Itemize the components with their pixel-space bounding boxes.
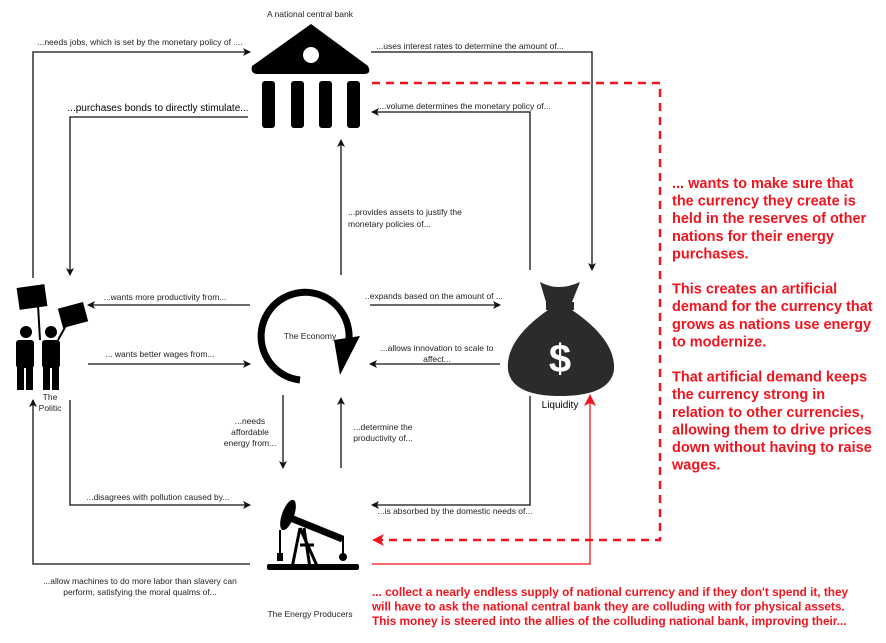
right-annotation-line: That artificial demand keeps (672, 370, 867, 386)
bank-icon (251, 24, 370, 128)
politic-label-1: The (43, 392, 58, 402)
right-annotation-line: purchases. (672, 246, 749, 262)
liquidity-label: Liquidity (542, 400, 579, 411)
edge-needs-energy-2: affordable (231, 427, 269, 437)
right-annotation-line: the currency they create is (672, 194, 856, 210)
edge-determine-productivity-2: productivity of... (353, 433, 413, 443)
energy-label: The Energy Producers (267, 609, 352, 619)
cycle-icon (257, 288, 360, 384)
right-annotation-line: wages. (671, 458, 720, 474)
edge-uses-interest: ...uses interest rates to determine the … (376, 41, 564, 51)
edge-needs-energy-3: energy from... (224, 438, 276, 448)
edge-needs-energy-1: ...needs (235, 416, 265, 426)
right-annotation-line: nations for their energy (672, 229, 834, 245)
bank-label: A national central bank (267, 9, 354, 19)
edge-determine-productivity-1: ...determine the (353, 422, 412, 432)
bottom-annotation-line: This money is steered into the allies of… (372, 614, 847, 628)
right-annotation-line: relation to other currencies, (672, 405, 864, 421)
edge-provides-assets-2: monetary policies of... (348, 219, 431, 229)
politic-label-2: Politic (39, 403, 62, 413)
right-annotation: ... wants to make sure that the currency … (671, 176, 873, 474)
oil-pump-icon (267, 499, 359, 570)
right-annotation-line: down without having to raise (672, 440, 872, 456)
svg-text:$: $ (549, 337, 571, 381)
edge-volume-determines: ...volume determines the monetary policy… (379, 101, 551, 111)
bottom-annotation-line: will have to ask the national central ba… (371, 600, 845, 614)
right-annotation-line: grows as nations use energy (672, 317, 871, 333)
right-annotation-line: held in the reserves of other (672, 211, 867, 227)
right-annotation-line: demand for the currency that (672, 299, 873, 315)
bottom-annotation-line: ... collect a nearly endless supply of n… (372, 585, 849, 599)
right-annotation-line: the currency strong in (672, 387, 825, 403)
economy-label: The Economy (284, 331, 337, 341)
edge-expands: ..expands based on the amount of ... (365, 291, 503, 301)
edge-wants-wages: ... wants better wages from... (105, 349, 214, 359)
edge-allows-innovation-1: ...allows innovation to scale to (381, 343, 494, 353)
right-annotation-line: This creates an artificial (672, 282, 837, 298)
right-annotation-line: ... wants to make sure that (672, 176, 853, 192)
edge-absorbed: ...is absorbed by the domestic needs of.… (378, 506, 533, 516)
edge-purchases-bonds: ...purchases bonds to directly stimulate… (67, 103, 248, 114)
connectors (29, 48, 662, 565)
right-annotation-line: to modernize. (672, 334, 766, 350)
edge-allows-innovation-2: affect... (423, 354, 451, 364)
bottom-annotation: ... collect a nearly endless supply of n… (371, 585, 849, 628)
protesters-icon (16, 284, 89, 390)
edge-provides-assets-1: ...provides assets to justify the (348, 207, 462, 217)
edge-needs-jobs: ...needs jobs, which is set by the monet… (37, 37, 243, 47)
edge-disagrees: ...disagrees with pollution caused by... (86, 492, 229, 502)
edge-wants-productivity: ...wants more productivity from... (104, 292, 227, 302)
right-annotation-line: allowing them to drive prices (672, 422, 872, 438)
edge-allow-machines-1: ...allow machines to do more labor than … (43, 576, 237, 586)
money-bag-icon: $ (507, 282, 615, 396)
edge-allow-machines-2: perform, satisfying the moral qualms of.… (63, 587, 217, 597)
